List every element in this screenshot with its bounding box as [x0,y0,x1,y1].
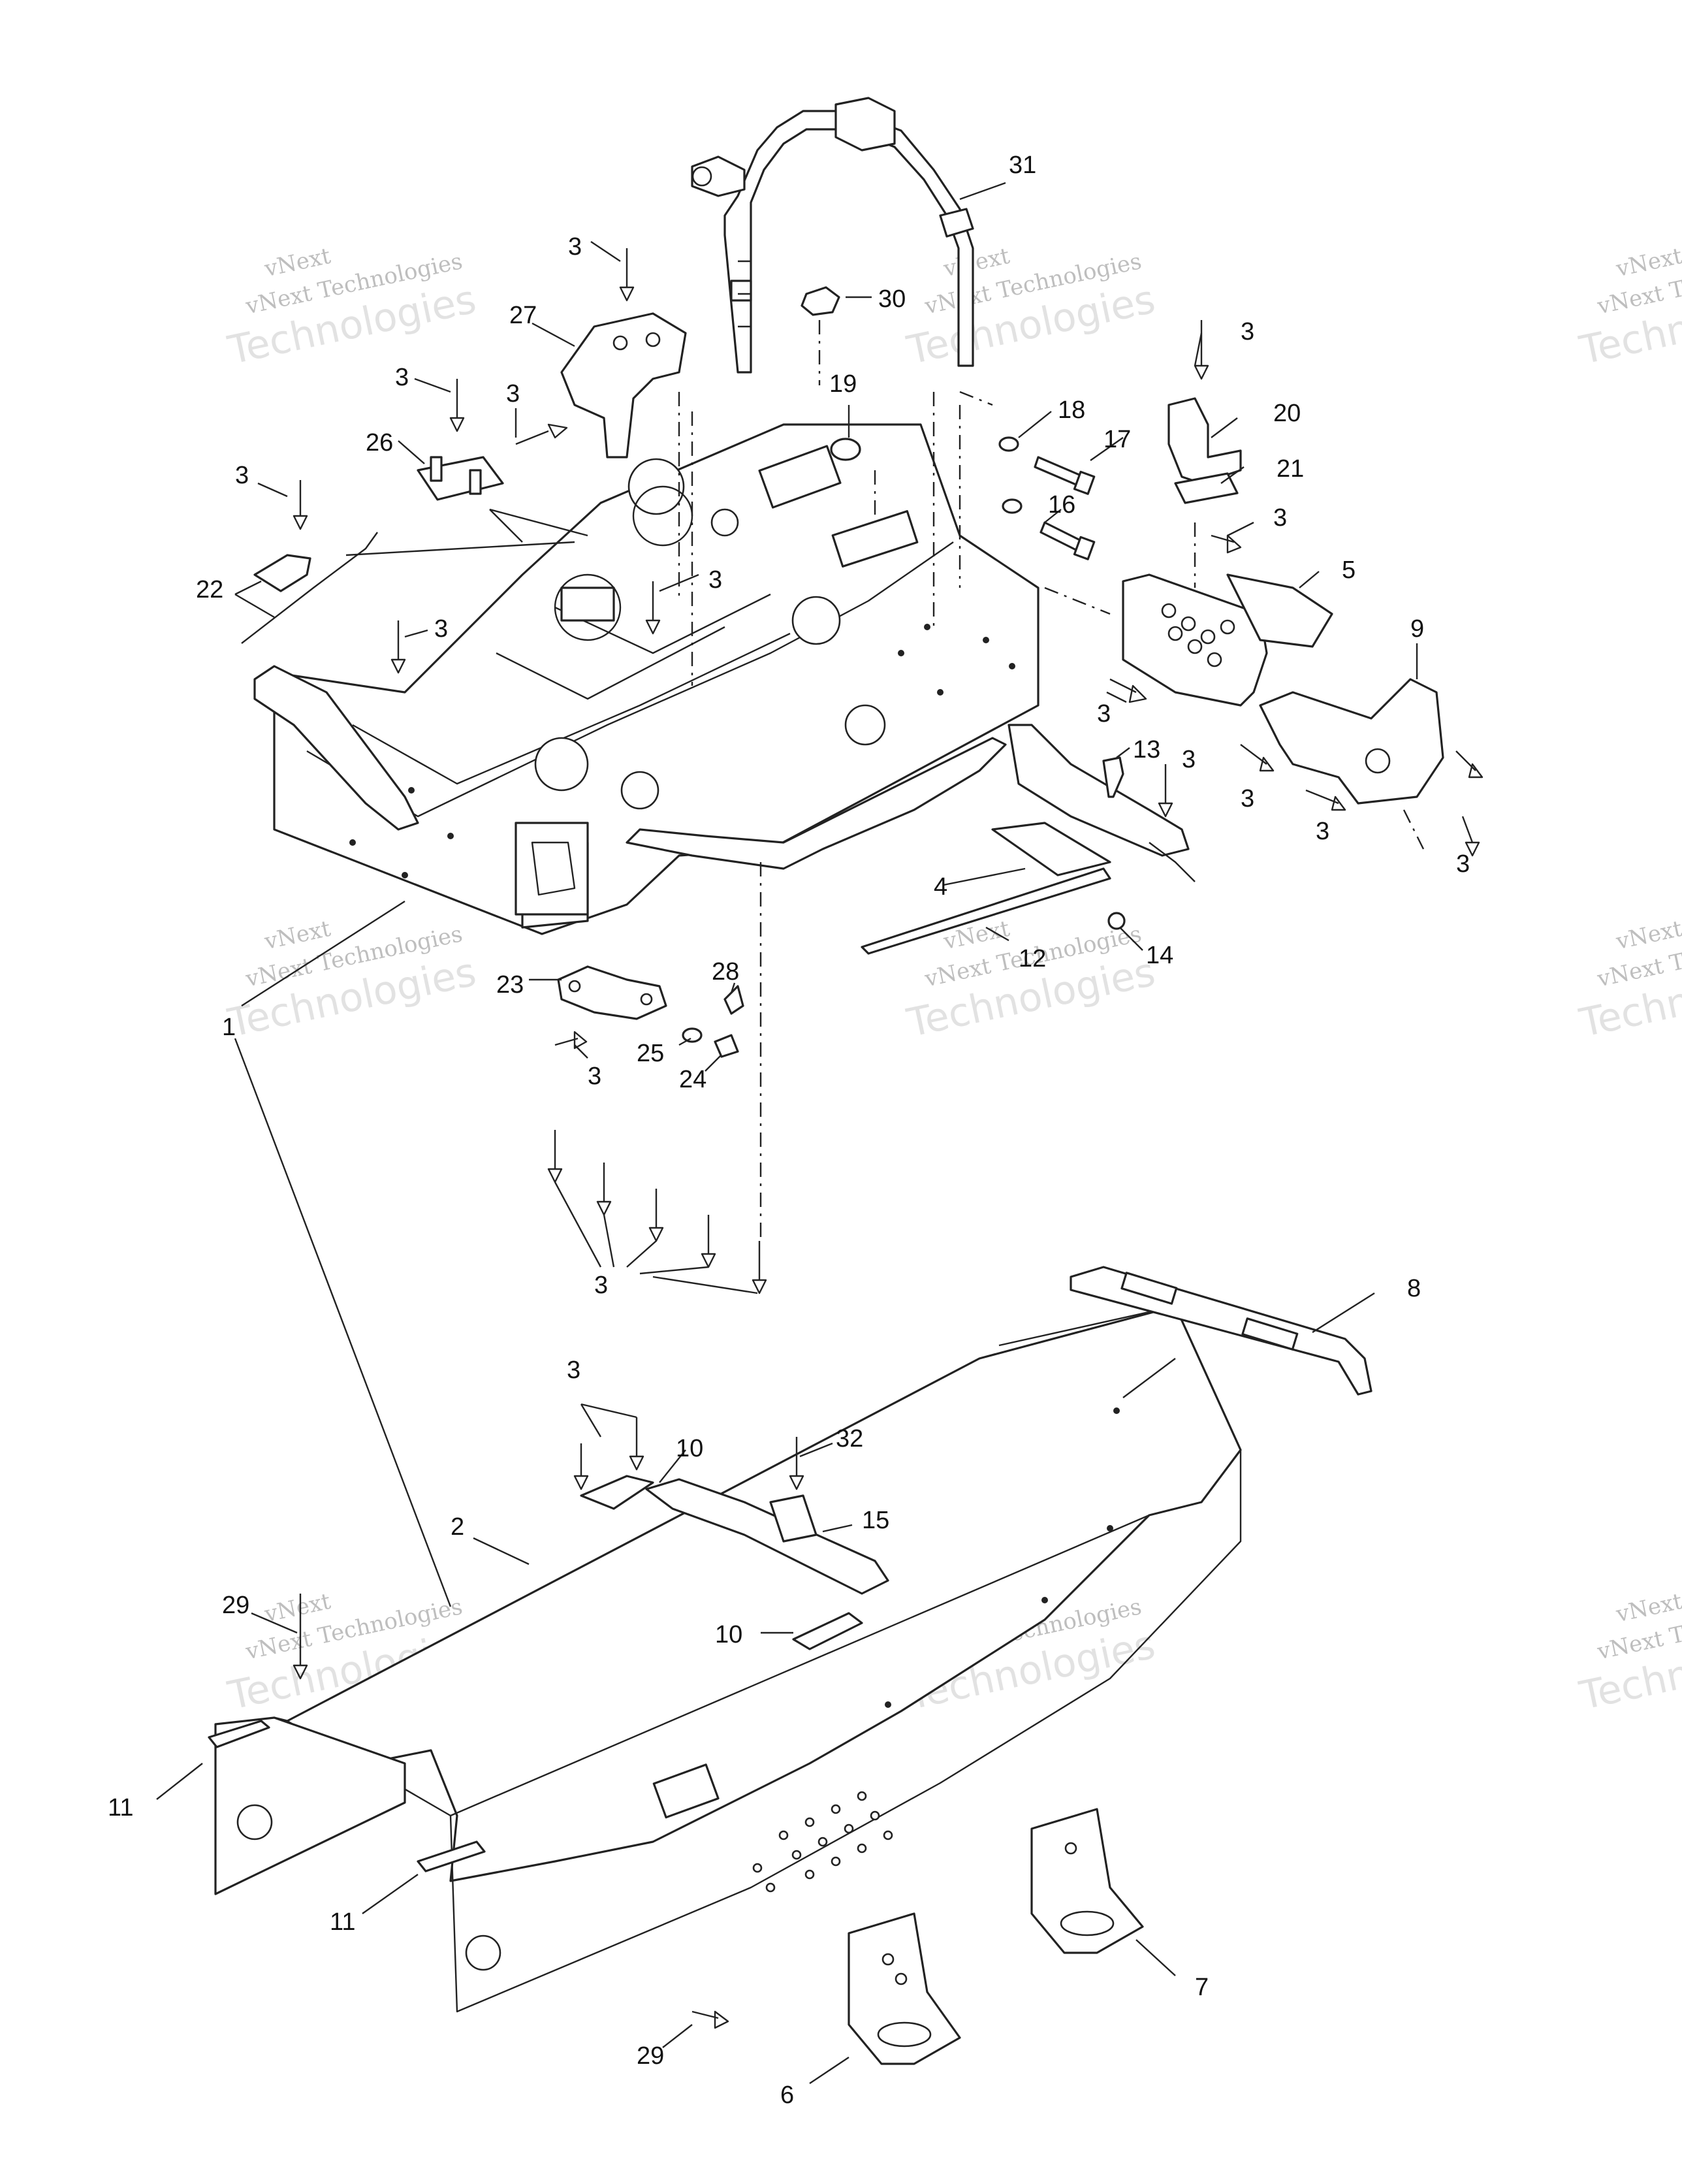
part-20-bracket [1167,397,1242,485]
callout-2: 2 [451,1513,464,1541]
callout-3a: 3 [568,233,582,261]
part-4-foot-bracket [991,724,1196,882]
callout-3m: 3 [1456,850,1470,878]
callout-13: 13 [1133,736,1160,763]
rivet-group [293,248,1484,2029]
callout-3j: 3 [1182,746,1196,773]
part-23-hinge [557,965,667,1020]
part-21-plate [1174,472,1239,504]
callout-30: 30 [878,285,906,313]
callout-17: 17 [1103,426,1131,453]
part-15-crossbar [645,1478,889,1595]
callout-16: 16 [1048,491,1075,519]
part-26-mount-plate [417,456,504,501]
part-10-pad-lower [792,1612,863,1650]
part-17-bolt [1034,456,1096,495]
callout-26: 26 [366,429,393,457]
callout-3o: 3 [594,1272,608,1299]
part-6-foothold [848,1912,961,2065]
part-30-nut [801,286,840,316]
callout-29a: 29 [222,1592,249,1619]
callout-10b: 10 [715,1621,742,1648]
callout-8: 8 [1407,1275,1421,1302]
part-2-tunnel [214,1305,1242,2013]
part-12-strap [861,867,1111,955]
callout-31: 31 [1009,152,1036,179]
callout-11a: 11 [108,1794,133,1822]
callout-23: 23 [496,971,524,999]
callout-20: 20 [1273,400,1301,427]
callout-3i: 3 [1097,700,1111,728]
callout-5: 5 [1342,556,1356,584]
part-22-rod-and-clip [241,532,378,644]
callout-3l: 3 [1316,818,1329,845]
part-25-washer [682,1027,703,1043]
part-7-foothold [1030,1808,1144,1954]
callout-3n: 3 [588,1063,601,1090]
callout-24: 24 [679,1066,706,1093]
perforation-pattern [752,1791,893,1893]
callout-7: 7 [1195,1974,1209,2001]
callout-15: 15 [862,1507,889,1534]
watermark-line1: vNext [1613,1588,1682,1628]
callout-11b: 11 [330,1908,355,1936]
part-1-upper-frame [253,423,1039,935]
callout-3e: 3 [708,566,722,594]
part-10-pad-upper [580,1475,654,1510]
callout-12: 12 [1019,945,1046,972]
part-11-angle-lower [417,1840,486,1872]
watermark-line1: vNext [1613,243,1682,283]
callout-18: 18 [1058,396,1085,424]
callout-27: 27 [509,302,537,329]
callout-32: 32 [836,1425,863,1453]
watermark-line1: vNext [262,243,333,283]
watermark-line1: vNext [941,243,1012,283]
callout-28: 28 [712,958,739,986]
part-8-brace [1070,1266,1373,1396]
callout-3k: 3 [1241,785,1254,812]
callout-labels: 31 30 3 27 3 3 26 3 22 3 3 19 18 17 16 3… [108,152,1470,2109]
callout-9: 9 [1410,615,1424,643]
callout-21: 21 [1277,455,1304,483]
watermark-line1: vNext [262,916,333,956]
part-5-footrest-plate [1122,573,1333,707]
part-9-bracket [1259,678,1444,805]
callout-3f: 3 [434,615,448,643]
part-14-nut [1107,912,1126,930]
part-16-bolt [1039,521,1096,560]
part-24-bolt [714,1034,739,1058]
callout-3g: 3 [1241,318,1254,345]
callout-3h: 3 [1273,504,1287,532]
part-11-angle-upper [208,1720,270,1748]
callout-19: 19 [829,370,857,398]
watermark-line1: vNext [1613,916,1682,956]
callout-3p: 3 [567,1357,580,1384]
part-31-steering-support [691,97,974,374]
part-19-bushing [830,438,861,461]
callout-3b: 3 [395,364,409,391]
callout-29b: 29 [637,2042,664,2070]
callout-1: 1 [222,1014,236,1041]
callout-3c: 3 [506,380,520,408]
part-27-shield-bracket [560,312,687,458]
callout-14: 14 [1146,942,1173,969]
callout-10a: 10 [676,1435,703,1462]
callout-4: 4 [934,873,947,901]
leader-lines [156,182,1418,2084]
callout-22: 22 [196,576,223,603]
callout-3d: 3 [235,462,249,489]
alignment-lines [678,320,1425,1241]
callout-25: 25 [637,1040,664,1067]
callout-6: 6 [780,2081,794,2109]
part-28-grease-fitting [723,985,744,1015]
part-18-washer [998,436,1023,514]
